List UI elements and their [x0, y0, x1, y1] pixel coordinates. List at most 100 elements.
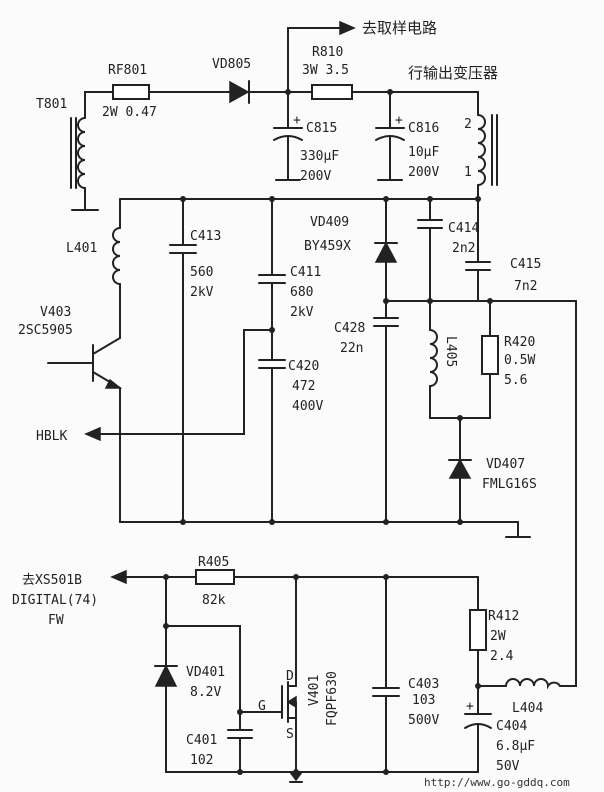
- rf801-ref: RF801: [108, 63, 147, 78]
- rf801-value: 2W 0.47: [102, 105, 157, 120]
- fbt-pin1: 1: [464, 165, 472, 180]
- rf801-resistor: [112, 84, 150, 100]
- xs501b-label: 去XS501B: [22, 573, 82, 588]
- sample-arrow-icon: [339, 20, 356, 36]
- c415-capacitor: [465, 198, 491, 302]
- vd407-diode: [448, 417, 472, 523]
- c816-ref: C816: [408, 121, 439, 136]
- c403-capacitor: [372, 576, 400, 773]
- t801-coil: [70, 117, 86, 189]
- c403-value2: 500V: [408, 713, 439, 728]
- c401-capacitor: [227, 729, 253, 773]
- mosfet-pin-g: G: [258, 699, 266, 714]
- l405-inductor: [429, 329, 438, 387]
- l404-inductor: [505, 678, 561, 690]
- r420-ref: R420: [504, 335, 535, 350]
- vd409-value: BY459X: [304, 239, 351, 254]
- mosfet-pin-s: S: [286, 727, 294, 742]
- c815-ref: C815: [306, 121, 337, 136]
- sample-circuit-label: 去取样电路: [362, 19, 437, 37]
- svg-text:+: +: [293, 113, 301, 128]
- c815-value2: 200V: [300, 169, 331, 184]
- c816-value2: 200V: [408, 165, 439, 180]
- fbt-coil: [477, 91, 498, 200]
- c413-value2: 2kV: [190, 285, 214, 300]
- c420-value2: 400V: [292, 399, 323, 414]
- r420-value2: 5.6: [504, 373, 527, 388]
- c401-value: 102: [190, 753, 213, 768]
- vd407-ref: VD407: [486, 457, 525, 472]
- c816-capacitor: +: [375, 91, 405, 181]
- horizontal-output-section: [47, 196, 577, 687]
- hblk-arrow-icon: [84, 426, 101, 442]
- c415-ref: C415: [510, 257, 541, 272]
- top-supply-section: + +: [70, 20, 498, 211]
- source-url: http://www.go-gddq.com: [424, 776, 570, 789]
- v403-ref: V403: [40, 305, 71, 320]
- l404-ref: L404: [512, 701, 543, 716]
- r412-value2: 2.4: [490, 649, 514, 664]
- fbt-label: 行输出变压器: [408, 64, 498, 82]
- c404-value1: 6.8μF: [496, 739, 535, 754]
- v401-ref: V401: [307, 675, 322, 706]
- r420-resistor: [481, 335, 499, 375]
- v403-transistor: [47, 337, 123, 389]
- c413-ref: C413: [190, 229, 221, 244]
- c428-capacitor: [373, 300, 399, 523]
- c401-ref: C401: [186, 733, 217, 748]
- c411-ref: C411: [290, 265, 321, 280]
- vd401-zener: [154, 664, 178, 773]
- c413-value1: 560: [190, 265, 213, 280]
- digital-label: DIGITAL(74): [12, 593, 98, 608]
- vd401-value: 8.2V: [190, 685, 221, 700]
- c815-value1: 330μF: [300, 149, 339, 164]
- r810-value: 3W 3.5: [302, 63, 349, 78]
- mosfet-pin-d: D: [286, 669, 294, 684]
- vd407-value: FMLG16S: [482, 477, 537, 492]
- c404-capacitor: +: [464, 699, 492, 773]
- c404-value2: 50V: [496, 759, 520, 774]
- r405-value: 82k: [202, 593, 226, 608]
- hblk-label: HBLK: [36, 429, 67, 444]
- r405-ref: R405: [198, 555, 229, 570]
- c403-value1: 103: [412, 693, 435, 708]
- c420-capacitor: [258, 359, 286, 523]
- c415-value: 7n2: [514, 279, 537, 294]
- c413-capacitor: [169, 198, 197, 523]
- c404-ref: C404: [496, 719, 527, 734]
- l401-inductor: [112, 227, 121, 285]
- fw-label: FW: [48, 613, 64, 628]
- c428-value: 22n: [340, 341, 363, 356]
- v403-value: 2SC5905: [18, 323, 73, 338]
- r405-resistor: [195, 569, 235, 585]
- c816-value1: 10μF: [408, 145, 439, 160]
- c414-ref: C414: [448, 221, 479, 236]
- c414-value: 2n2: [452, 241, 475, 256]
- c420-value1: 472: [292, 379, 315, 394]
- r810-resistor: [311, 84, 353, 100]
- r412-resistor: [469, 609, 487, 651]
- c411-value2: 2kV: [290, 305, 314, 320]
- v401-mosfet: [239, 576, 297, 773]
- vd401-ref: VD401: [186, 665, 225, 680]
- r810-ref: R810: [312, 45, 343, 60]
- c411-capacitor: [258, 198, 286, 361]
- c411-value1: 680: [290, 285, 313, 300]
- t801-ref: T801: [36, 97, 67, 112]
- l405-ref: L405: [443, 336, 458, 367]
- mosfet-ground-icon: [288, 771, 304, 782]
- r412-ref: R412: [488, 609, 519, 624]
- r412-value1: 2W: [490, 629, 506, 644]
- c420-ref: C420: [288, 359, 319, 374]
- svg-text:+: +: [466, 699, 474, 714]
- vd409-diode: [374, 198, 398, 302]
- c428-ref: C428: [334, 321, 365, 336]
- vd409-ref: VD409: [310, 215, 349, 230]
- fbt-pin2: 2: [464, 117, 472, 132]
- c403-ref: C403: [408, 677, 439, 692]
- v401-value: FQPF630: [325, 671, 340, 726]
- vd805-diode: [229, 80, 250, 104]
- l401-ref: L401: [66, 241, 97, 256]
